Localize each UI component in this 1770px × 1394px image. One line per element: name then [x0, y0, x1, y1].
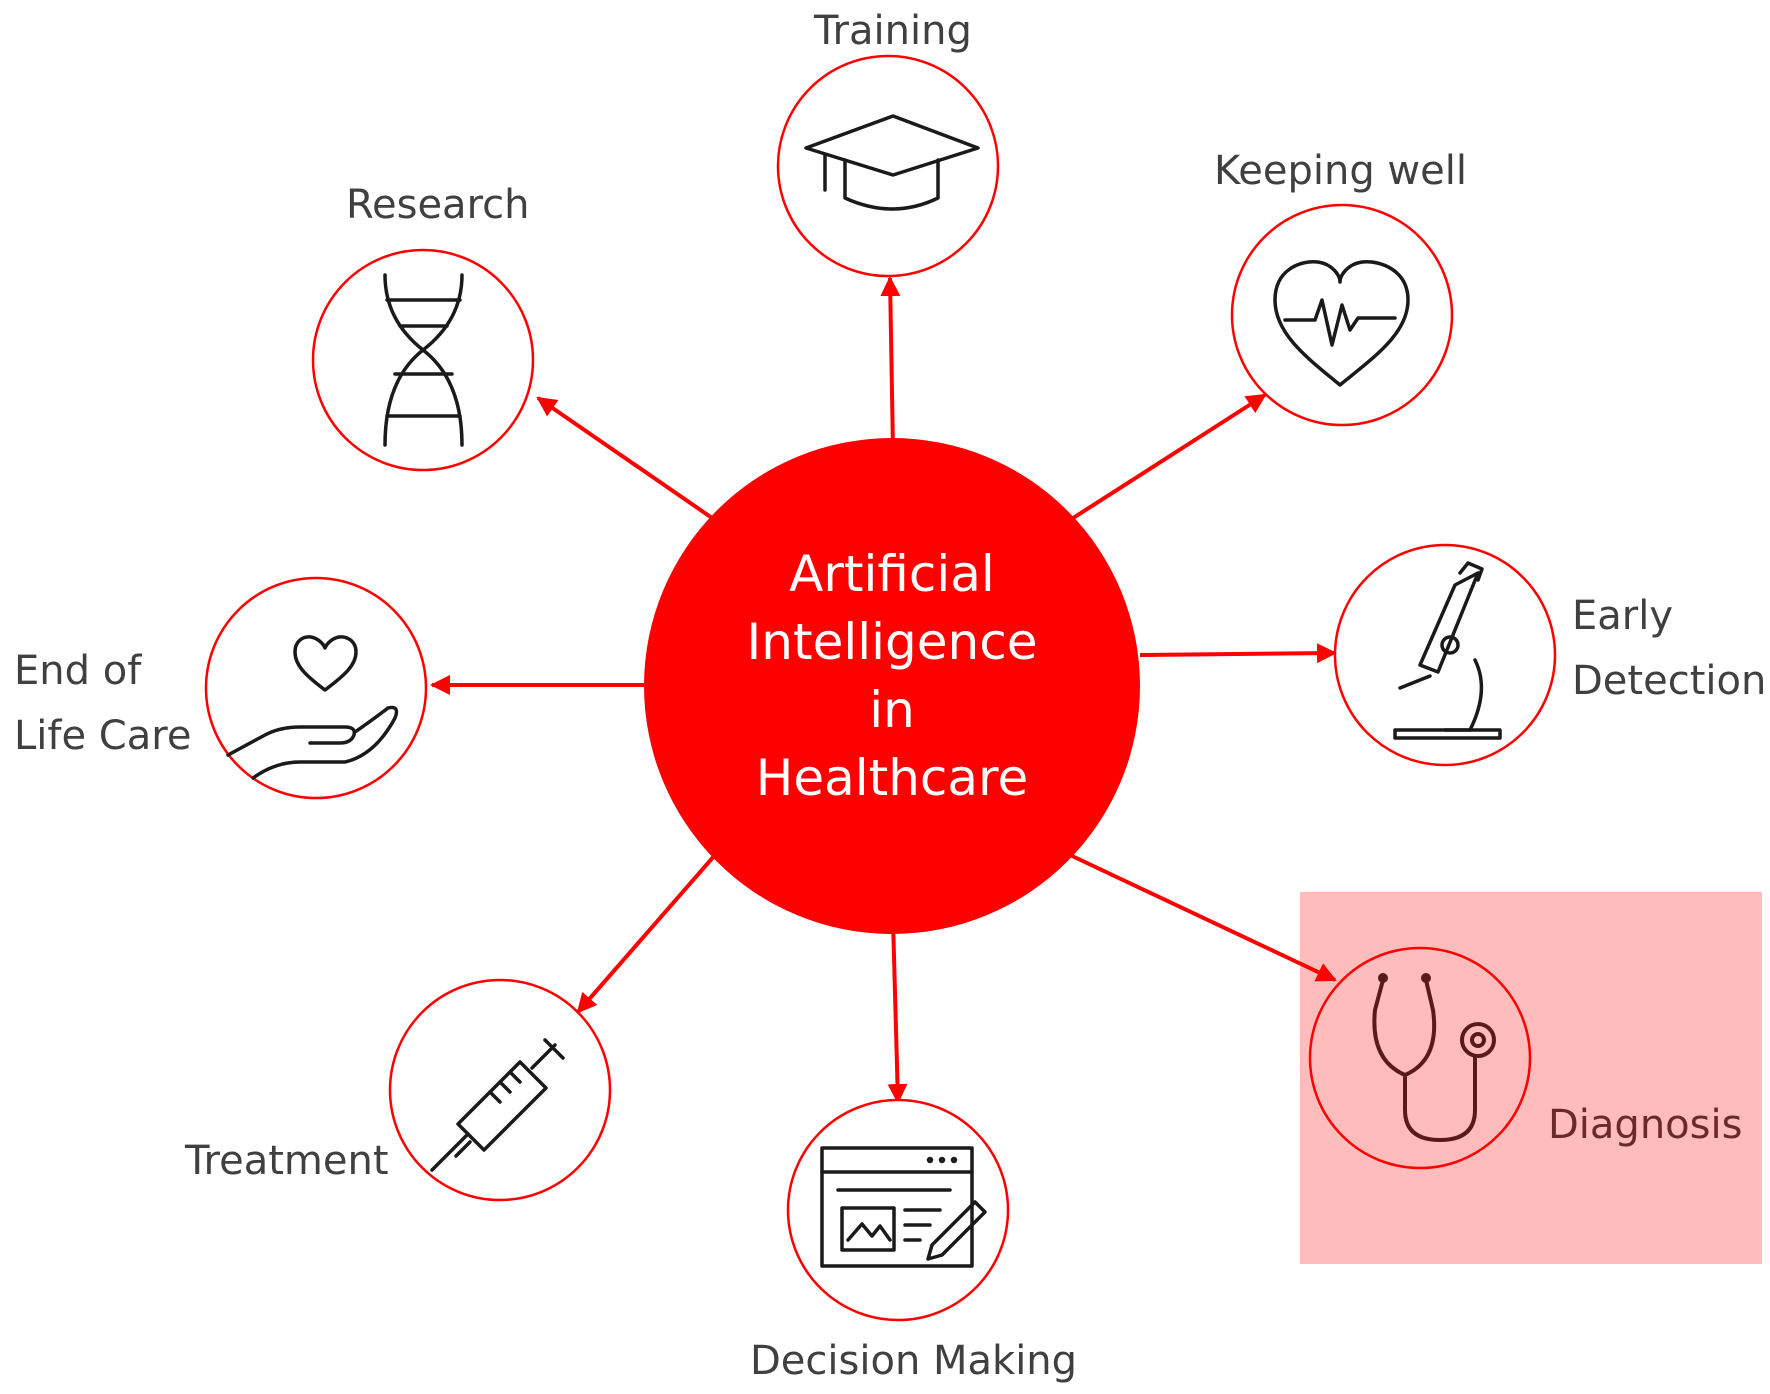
label-treatment: Treatment	[185, 1138, 389, 1184]
label-end-of-life-care-line1: End of	[14, 648, 142, 694]
label-end-of-life-care-line2: Life Care	[14, 713, 192, 759]
label-early-detection-line2: Detection	[1572, 658, 1767, 704]
label-decision-making: Decision Making	[750, 1338, 1078, 1384]
hub-line: in	[869, 681, 915, 739]
arrow-keeping-well	[1068, 393, 1267, 522]
dna-icon	[383, 273, 464, 447]
arrow-early-detection	[1139, 643, 1337, 664]
hub-line: Healthcare	[755, 749, 1029, 807]
graduation-cap-icon	[804, 114, 980, 211]
arrow-decision-making	[887, 919, 908, 1104]
syringe-icon	[430, 1038, 565, 1172]
node-keeping-well[interactable]	[1230, 203, 1454, 427]
heart-in-hand-icon	[226, 635, 399, 780]
diagnosis-highlight	[1300, 892, 1762, 1264]
connectors	[430, 276, 1337, 1104]
arrow-research	[536, 396, 717, 522]
hub-line: Intelligence	[746, 613, 1038, 671]
arrow-training	[880, 276, 901, 451]
node-training[interactable]	[776, 54, 1000, 278]
label-keeping-well: Keeping well	[1214, 148, 1467, 194]
node-treatment[interactable]	[388, 978, 612, 1202]
node-end-of-life-care[interactable]	[204, 576, 428, 800]
label-training: Training	[814, 8, 972, 54]
arrow-treatment	[576, 853, 717, 1014]
microscope-icon	[1393, 561, 1502, 740]
node-diagnosis[interactable]	[1308, 946, 1532, 1170]
heart-pulse-icon	[1273, 260, 1410, 387]
hub-circle	[644, 438, 1140, 934]
stethoscope-icon	[1372, 973, 1496, 1143]
label-early-detection-line1: Early	[1572, 593, 1674, 639]
arrow-diagnosis	[1069, 853, 1337, 982]
document-edit-icon	[820, 1146, 987, 1268]
hub-title: Artificial Intelligence in Healthcare	[692, 540, 1092, 812]
node-research[interactable]	[311, 248, 535, 472]
label-research: Research	[346, 182, 530, 228]
label-diagnosis: Diagnosis	[1548, 1102, 1743, 1148]
hub-line: Artificial	[789, 545, 995, 603]
